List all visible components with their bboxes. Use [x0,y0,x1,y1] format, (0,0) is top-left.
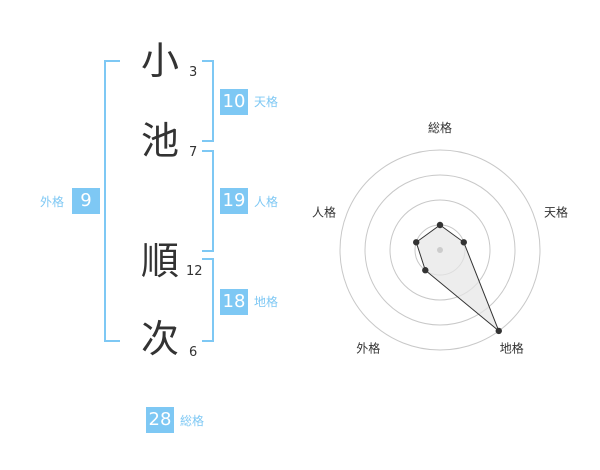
stroke-count-2: 7 [189,145,198,160]
radar-point-2 [460,239,467,246]
chikaku-label: 地格 [254,295,279,309]
soukaku-value: 28 [146,407,174,433]
stroke-count-3: 12 [186,264,203,279]
tenkaku-label: 天格 [254,95,279,109]
stroke-count-1: 3 [189,65,198,80]
jinkaku-bracket [202,150,214,252]
radar-ring-4 [339,149,541,351]
radar-center-dot [437,247,443,253]
radar-axis-label-3: 地格 [500,341,524,356]
radar-axis-label-1: 総格 [428,120,452,135]
radar-point-4 [422,267,429,274]
tenkaku-value: 10 [220,89,248,115]
radar-polygon [415,224,500,332]
chikaku-bracket [202,258,214,342]
jinkaku-label: 人格 [254,195,279,209]
radar-ring-3 [364,174,516,326]
radar-axis-label-5: 人格 [312,204,336,219]
gaikaku-value: 9 [72,188,100,214]
radar-point-5 [413,239,420,246]
name-char-2: 池 [140,119,179,163]
name-char-3: 順 [140,239,179,283]
name-char-4: 次 [140,317,179,361]
gaikaku-label: 外格 [40,195,65,209]
tenkaku-bracket [202,60,214,142]
radar-point-1 [436,221,444,229]
radar-axis-label-4: 外格 [356,341,380,356]
radar-axis-label-2: 天格 [544,204,568,219]
gaikaku-bracket [104,60,120,342]
radar-point-3 [495,327,502,335]
chikaku-value: 18 [220,289,248,315]
radar-ring-2 [389,199,491,301]
soukaku-label: 総格 [180,414,205,428]
jinkaku-value: 19 [220,188,248,214]
name-char-1: 小 [140,39,179,83]
stroke-count-4: 6 [189,345,198,360]
